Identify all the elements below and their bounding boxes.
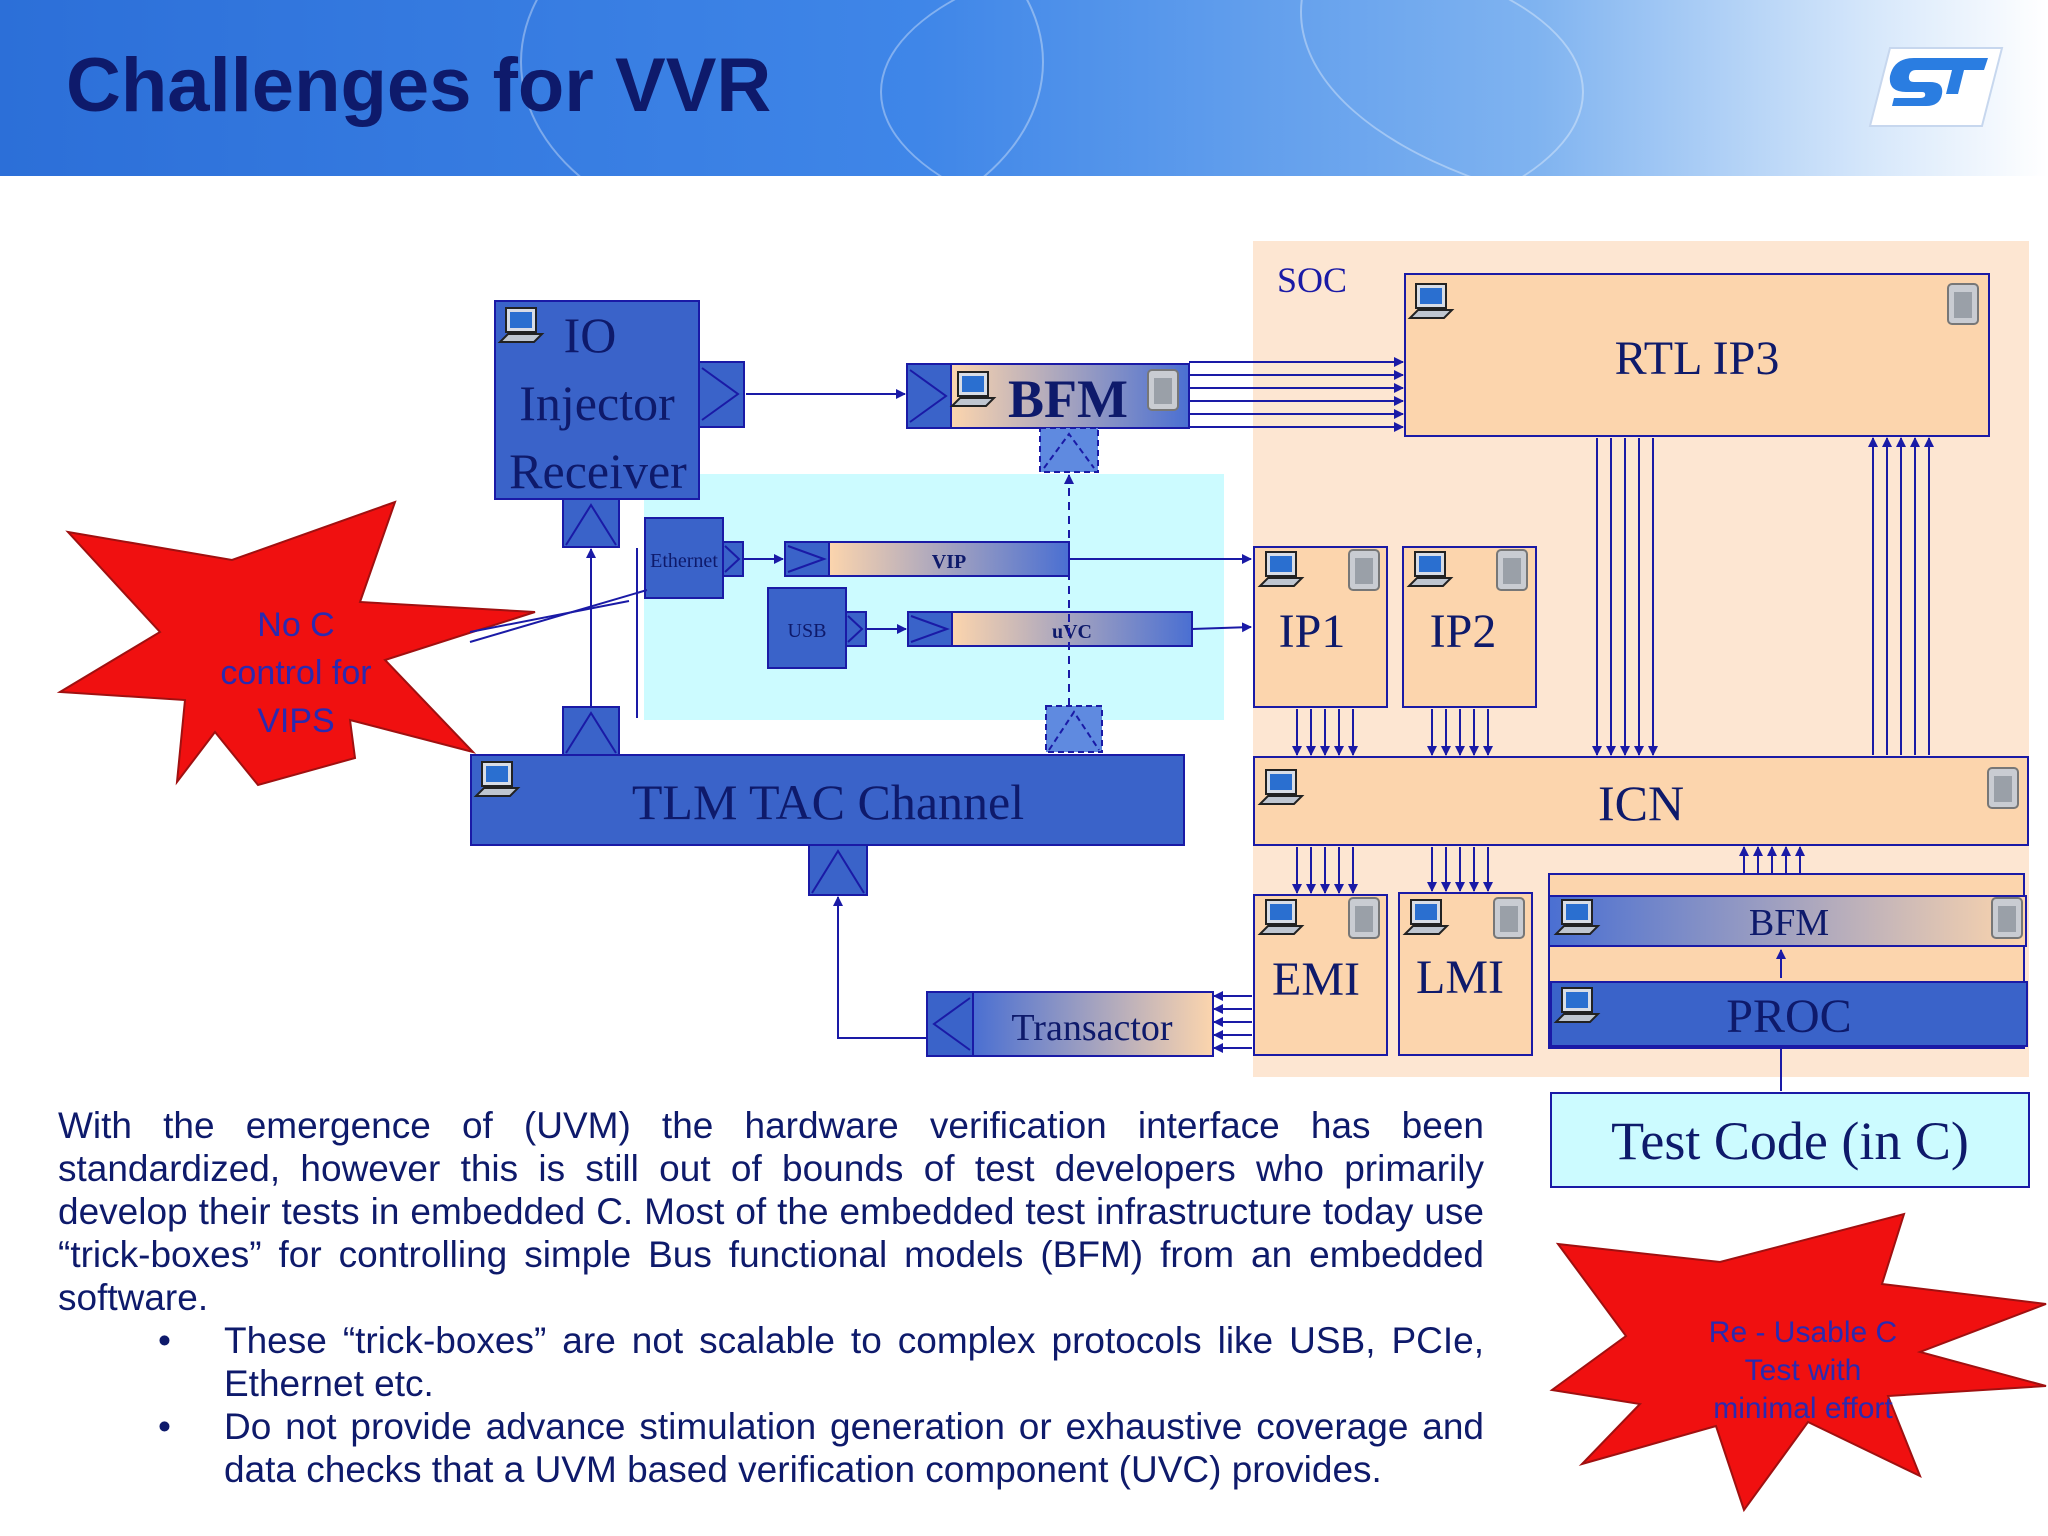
port-chevron-icon <box>932 997 971 1051</box>
io-port-bottom <box>562 498 620 548</box>
callout-pointer <box>469 589 648 643</box>
tlm-tac-channel-block <box>470 754 1185 846</box>
io-block-line2: Injector <box>519 375 675 431</box>
disk-drive-icon <box>1348 549 1380 591</box>
transactor-label: Transactor <box>1011 1007 1172 1049</box>
soc-label: SOC <box>1277 260 1347 300</box>
test-code-block <box>1550 1092 2030 1188</box>
port-chevron-icon <box>724 545 741 573</box>
disk-drive-icon <box>1496 549 1528 591</box>
lmi-label: LMI <box>1416 951 1504 1004</box>
computer-icon <box>1257 551 1305 587</box>
uvc-label: uVC <box>1052 621 1092 643</box>
disk-drive-icon <box>1947 283 1979 325</box>
ip2-label: IP2 <box>1430 605 1497 658</box>
computer-icon <box>1257 899 1305 935</box>
port-chevron-icon <box>565 711 617 754</box>
computer-icon <box>1402 899 1450 935</box>
ip1-label: IP1 <box>1279 605 1346 658</box>
usb-label: USB <box>788 620 827 642</box>
bullet-text: These “trick-boxes” are not scalable to … <box>224 1320 1484 1404</box>
reusable-c-callout <box>1549 1212 2047 1513</box>
ethernet-label: Ethernet <box>650 550 718 572</box>
bullet-icon: • <box>158 1406 171 1447</box>
computer-icon <box>1407 283 1455 319</box>
computer-icon <box>497 307 545 343</box>
tlm-label: TLM TAC Channel <box>632 774 1024 830</box>
transactor-port <box>926 991 974 1057</box>
tlm-port-top <box>562 706 620 756</box>
no-c-line2: control for <box>220 654 371 692</box>
port-chevron-icon <box>1048 710 1100 751</box>
reusable-line2: Test with <box>1745 1354 1862 1387</box>
connector <box>833 896 926 1039</box>
io-block-line1: IO <box>564 307 617 363</box>
usb-block <box>767 587 847 669</box>
no-c-line3: VIPS <box>257 702 334 740</box>
body-paragraph: With the emergence of (UVM) the hardware… <box>58 1105 1484 1318</box>
disk-drive-icon <box>1348 897 1380 939</box>
bullet-icon: • <box>158 1320 171 1361</box>
computer-icon <box>473 761 521 797</box>
no-c-line1: No C <box>257 606 334 644</box>
vip-region <box>644 474 1224 720</box>
proc-block <box>1550 981 2028 1047</box>
vip-block <box>828 541 1070 577</box>
ethernet-block <box>644 517 724 599</box>
port-chevron-icon <box>565 503 617 546</box>
bfm-proc-label: BFM <box>1749 902 1829 944</box>
test-code-label: Test Code (in C) <box>1611 1111 1969 1171</box>
port-chevron-icon <box>701 367 740 421</box>
icn-label: ICN <box>1598 775 1684 831</box>
bus-arrows <box>1189 357 1934 1053</box>
rtl-ip3-block <box>1404 273 1990 437</box>
bullet-list: • These “trick-boxes” are not scalable to… <box>58 1319 1484 1491</box>
computer-icon <box>949 371 997 407</box>
body-text: With the emergence of (UVM) the hardware… <box>58 1104 1484 1491</box>
port-chevron-icon <box>847 615 864 643</box>
computer-icon <box>1553 987 1601 1023</box>
header-banner <box>0 0 2048 176</box>
reusable-line3: minimal effort <box>1713 1392 1893 1425</box>
vip-label: VIP <box>932 551 966 573</box>
bullet-item: • These “trick-boxes” are not scalable to… <box>58 1319 1484 1405</box>
bullet-text: Do not provide advance stimulation gener… <box>224 1406 1484 1490</box>
disk-drive-icon <box>1987 767 2019 809</box>
st-logo-icon <box>1868 47 2004 127</box>
port-chevron-icon <box>1043 432 1095 469</box>
port-chevron-icon <box>909 369 948 423</box>
emi-label: EMI <box>1272 953 1360 1006</box>
uvc-block <box>951 611 1193 647</box>
io-block-line3: Receiver <box>509 443 687 499</box>
page-title: Challenges for VVR <box>66 43 772 128</box>
reusable-line1: Re - Usable C <box>1709 1316 1897 1349</box>
disk-drive-icon <box>1493 897 1525 939</box>
proc-label: PROC <box>1726 990 1851 1043</box>
computer-icon <box>1406 551 1454 587</box>
transactor-block <box>972 991 1214 1057</box>
no-c-control-callout <box>56 500 536 787</box>
disk-drive-icon <box>1991 897 2023 939</box>
callout-pointer <box>469 600 630 633</box>
icn-block <box>1253 756 2029 846</box>
port-chevron-icon <box>787 545 827 573</box>
bfm-proc-block <box>1548 895 2027 947</box>
port-chevron-icon <box>910 615 950 643</box>
disk-drive-icon <box>1147 369 1179 411</box>
computer-icons <box>473 283 2023 1023</box>
computer-icon <box>1257 769 1305 805</box>
bullet-item: • Do not provide advance stimulation gene… <box>58 1405 1484 1491</box>
connector <box>1191 622 1252 633</box>
port-chevron-icon <box>811 849 865 894</box>
computer-icon <box>1553 899 1601 935</box>
tlm-port-bottom <box>808 844 868 896</box>
bfm-port-bottom <box>1039 427 1099 473</box>
bfm-top-label: BFM <box>1008 369 1128 429</box>
rtl-ip3-label: RTL IP3 <box>1615 332 1780 385</box>
